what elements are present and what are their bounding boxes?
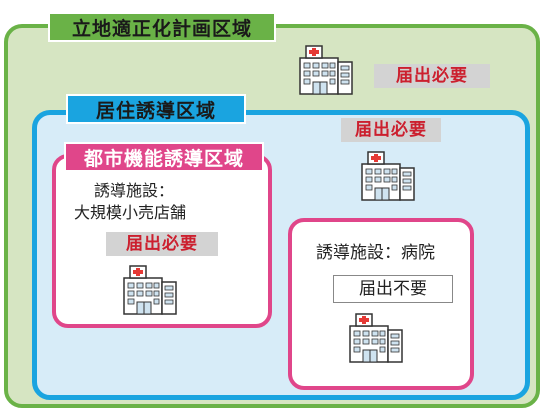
hospital-facility-text: 誘導施設：病院 [316, 243, 435, 263]
hospital-building-icon [298, 44, 354, 96]
notice-not-required: 届出不要 [333, 275, 453, 303]
hospital-building-icon [348, 312, 404, 364]
urban-function-zone-label: 都市機能誘導区域 [64, 142, 264, 172]
notice-required-residential: 届出必要 [341, 118, 441, 142]
facility-text-line1: 誘導施設： [94, 181, 175, 200]
facility-text-line2: 大規模小売店舗 [74, 203, 187, 222]
plan-area-label: 立地適正化計画区域 [48, 12, 276, 42]
residential-zone-label: 居住誘導区域 [66, 94, 246, 124]
notice-required-outer: 届出必要 [374, 64, 490, 88]
hospital-building-icon [122, 264, 178, 316]
notice-required-urban: 届出必要 [106, 232, 218, 256]
hospital-building-icon [360, 150, 416, 202]
